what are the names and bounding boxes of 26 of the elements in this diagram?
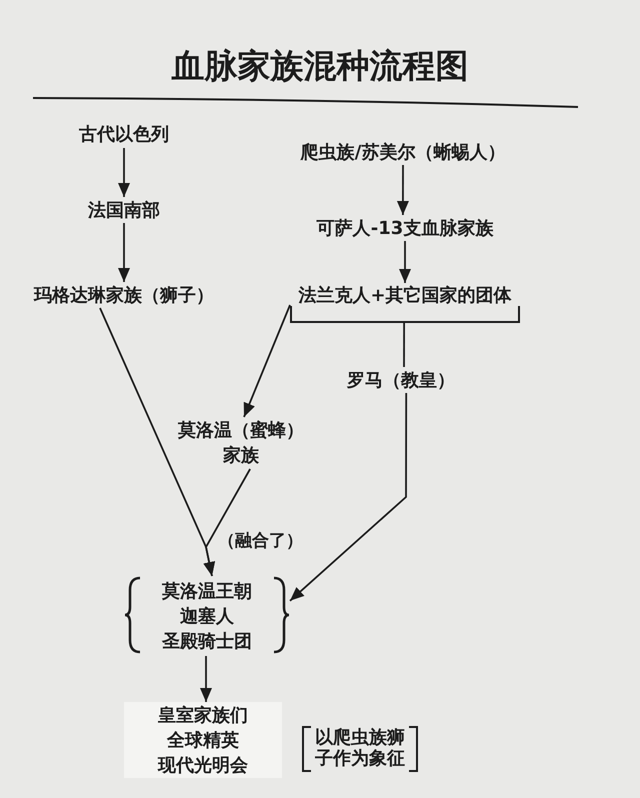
arrow — [289, 393, 408, 602]
flow-label: 古代以色列 — [66, 121, 182, 148]
flow-label: 可萨人-13支血脉家族 — [300, 215, 510, 241]
connector-line — [403, 323, 405, 367]
title: 血脉家族混种流程图 — [170, 45, 470, 87]
flow-label: 现代光明会 — [158, 754, 248, 778]
arrow — [118, 223, 130, 282]
flow-label: 莫洛温王朝 — [162, 580, 252, 604]
flow-label: 法国南部 — [80, 197, 168, 223]
arrow — [396, 165, 409, 215]
flow-label: 玛格达琳家族（狮子） — [24, 282, 224, 308]
arrow — [200, 656, 212, 702]
arrow — [399, 241, 411, 283]
bracketed-note: 以爬虫族狮子作为象征 — [302, 726, 418, 772]
flow-label: 全球精英 — [167, 728, 239, 752]
arrow — [203, 468, 251, 576]
bracketed-label: 法兰克人+其它国家的团体 — [290, 283, 520, 323]
flow-label: 爬虫族/苏美尔（蜥蜴人） — [290, 139, 516, 165]
arrow — [118, 148, 130, 197]
flow-label: 罗马（教皇） — [336, 367, 466, 393]
arrow — [243, 304, 291, 418]
flow-label: 皇室家族们 — [158, 704, 248, 728]
flow-label: 圣殿骑士团 — [162, 630, 252, 654]
flow-label: 莫洛温（蜜蜂）家族 — [176, 417, 306, 469]
flow-label: 迦塞人 — [180, 604, 234, 628]
highlight-box — [124, 702, 282, 778]
